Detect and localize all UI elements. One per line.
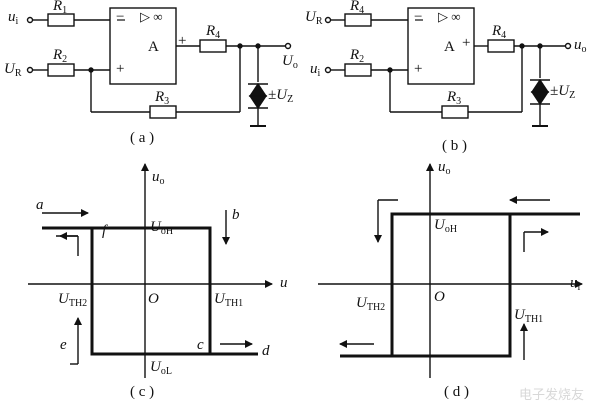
circuit-a-zener-label: ±UZ	[268, 87, 294, 105]
caption-a: ( a )	[130, 130, 155, 146]
graph-d-origin: O	[434, 289, 445, 305]
circuit-a-amp-label: A	[148, 39, 159, 55]
circuit-b-zener-label: ±UZ	[550, 83, 576, 101]
circuit-b-plus: +	[414, 61, 423, 77]
circuit-b-r4-top-label: R4	[350, 0, 365, 16]
resistor-r2	[47, 63, 75, 77]
resistor-r3-b	[441, 105, 469, 119]
watermark: 电子发烧友	[518, 388, 584, 403]
circuit-b-r3-label: R3	[447, 89, 462, 107]
graph-c-uol: UoL	[150, 359, 172, 377]
graph-c-point-d: d	[262, 343, 270, 359]
circuit-a-r3-label: R3	[155, 89, 170, 107]
caption-c: ( c )	[130, 384, 155, 400]
circuit-a-input-ui: ui	[8, 9, 19, 27]
circuit-a-input-ur: UR	[4, 61, 22, 79]
graph-d-y-axis-label: uo	[438, 159, 451, 177]
circuit-a-output-uo: Uo	[282, 53, 298, 71]
circuit-b-wiring	[324, 7, 572, 127]
circuit-b-amp-label: A	[444, 39, 455, 55]
circuit-a-opamp-symbol: ▷ ∞	[140, 9, 163, 24]
graph-c-uoh: UoH	[150, 219, 174, 237]
graph-c-point-b: b	[232, 207, 240, 223]
resistor-r2-b	[344, 63, 372, 77]
circuit-a-r2-label: R2	[53, 47, 68, 65]
graph-d-curve-right	[340, 214, 512, 358]
circuit-a-out-plus: +	[178, 33, 187, 49]
graph-c-y-axis-label: uo	[152, 169, 165, 187]
circuit-a-r4-label: R4	[206, 23, 221, 41]
graph-d-uoh: UoH	[434, 217, 458, 235]
graph-d-uth2: UTH2	[356, 295, 386, 313]
graph-d-x-axis-label: ui	[570, 275, 581, 293]
circuit-b-minus: −	[414, 9, 423, 25]
resistor-r4-b	[487, 39, 515, 53]
circuit-b-input-ur: UR	[305, 9, 323, 27]
circuit-b-r2-label: R2	[350, 47, 365, 65]
resistor-r3	[149, 105, 177, 119]
circuit-b-r4-label: R4	[492, 23, 507, 41]
graph-c-uth1: UTH1	[214, 291, 244, 309]
graph-c	[28, 163, 273, 378]
resistor-r4	[199, 39, 227, 53]
graph-d	[318, 163, 583, 378]
circuit-a-wiring	[26, 7, 292, 127]
graph-c-uth2: UTH2	[58, 291, 88, 309]
zener-diodes-a	[248, 46, 268, 127]
caption-b: ( b )	[442, 138, 467, 154]
graph-c-point-a: a	[36, 197, 44, 213]
graph-d-curve-left	[340, 212, 580, 358]
caption-d: ( d )	[444, 384, 469, 400]
circuit-a-plus: +	[116, 61, 125, 77]
graph-d-uth1: UTH1	[514, 307, 544, 325]
graph-c-x-axis-label: u	[280, 275, 288, 291]
circuit-b-output-uo: uo	[574, 37, 587, 55]
circuit-b-input-ui: ui	[310, 61, 321, 79]
graph-c-curve-return	[90, 228, 258, 356]
circuit-b-out-plus: +	[462, 35, 471, 51]
zener-diodes-b	[530, 46, 550, 127]
graph-c-origin: O	[148, 291, 159, 307]
graph-c-point-c: c	[197, 337, 204, 353]
circuit-a-r1-label: R1	[53, 0, 68, 16]
circuit-b-opamp-symbol: ▷ ∞	[438, 9, 461, 24]
graph-c-point-e: e	[60, 337, 67, 353]
circuit-a-minus: −	[116, 9, 125, 25]
graph-c-point-f: f	[102, 223, 107, 239]
